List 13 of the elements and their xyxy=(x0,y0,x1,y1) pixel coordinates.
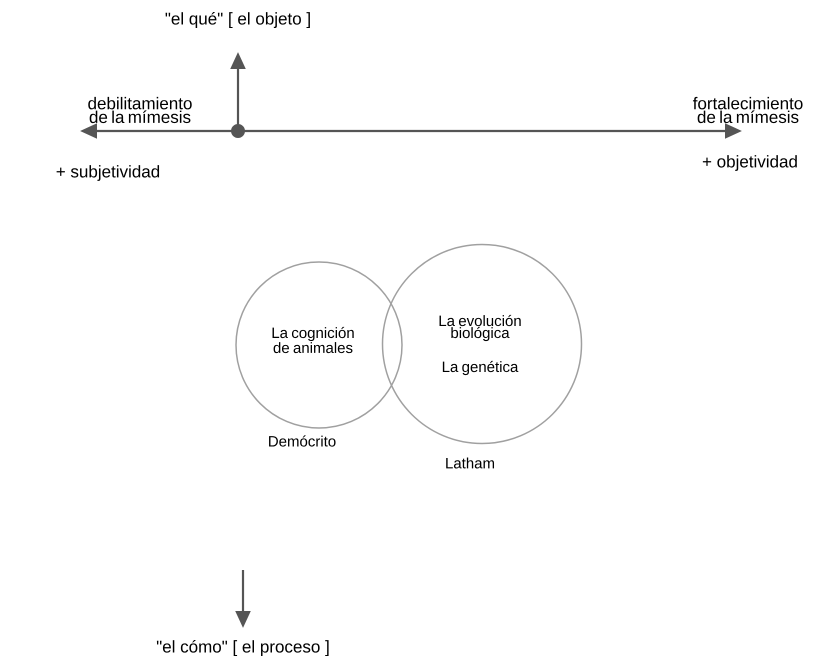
circle-text: La cognición de animales xyxy=(272,326,354,354)
venn-circle xyxy=(235,261,403,429)
venn-circle xyxy=(382,244,582,444)
axis-label: "el cómo" [ el proceso ] xyxy=(156,640,329,656)
circle-text: La evolución biológica xyxy=(440,314,521,342)
axis-label: + subjetividad xyxy=(56,165,160,181)
circle-text: La genética xyxy=(442,360,518,376)
axis-label: fortalecimiento de la mímesis xyxy=(692,96,803,124)
circle-caption: Latham xyxy=(446,457,494,468)
axis-label: "el qué" [ el objeto ] xyxy=(166,12,310,28)
axis-label: + objetividad xyxy=(702,155,797,171)
circle-caption: Demócrito xyxy=(269,435,336,447)
axis-label: debilitamiento de la mímesis xyxy=(88,96,192,124)
